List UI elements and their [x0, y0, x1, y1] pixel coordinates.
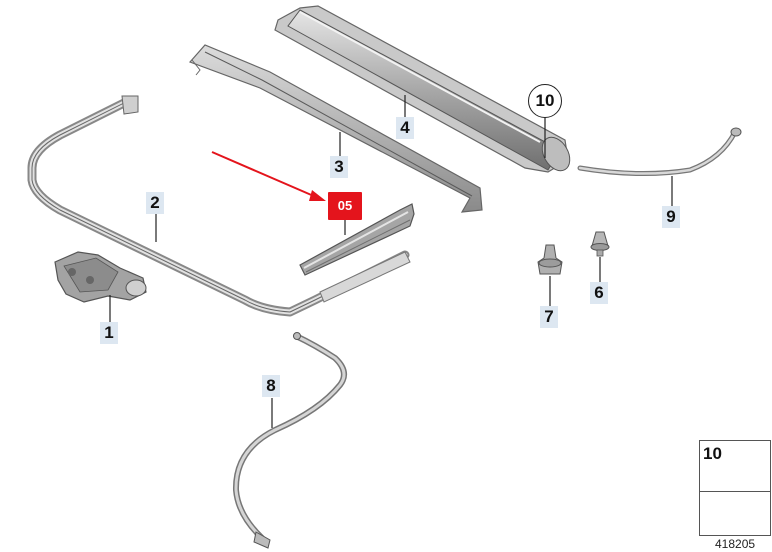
part-1-drive-motor [54, 251, 147, 303]
legend-box: 10 [699, 440, 771, 536]
callout-4: 4 [396, 117, 414, 139]
part-3-wind-deflector [188, 44, 483, 213]
callout-9: 9 [662, 206, 680, 228]
diagram-id: 418205 [715, 537, 756, 551]
highlight-arrow [211, 151, 326, 201]
callout-10: 10 [528, 84, 562, 118]
part-9-drain-hose [577, 127, 742, 177]
callout-6: 6 [590, 282, 608, 304]
callout-05-highlight: 05 [328, 192, 362, 220]
callout-2: 2 [146, 192, 164, 214]
part-8-drain-hose [232, 332, 347, 549]
callout-8: 8 [262, 375, 280, 397]
callout-3: 3 [330, 156, 348, 178]
part-2-frame-rail [27, 95, 411, 317]
callout-7: 7 [540, 306, 558, 328]
part-6-clip [590, 231, 610, 257]
legend-divider [700, 491, 770, 492]
part-4-roller-blind [274, 5, 571, 173]
callout-1: 1 [100, 322, 118, 344]
leader-lines [109, 95, 673, 428]
part-7-holder-clip [537, 244, 563, 275]
part-05-seal-strip [299, 203, 415, 276]
legend-number: 10 [703, 444, 722, 463]
